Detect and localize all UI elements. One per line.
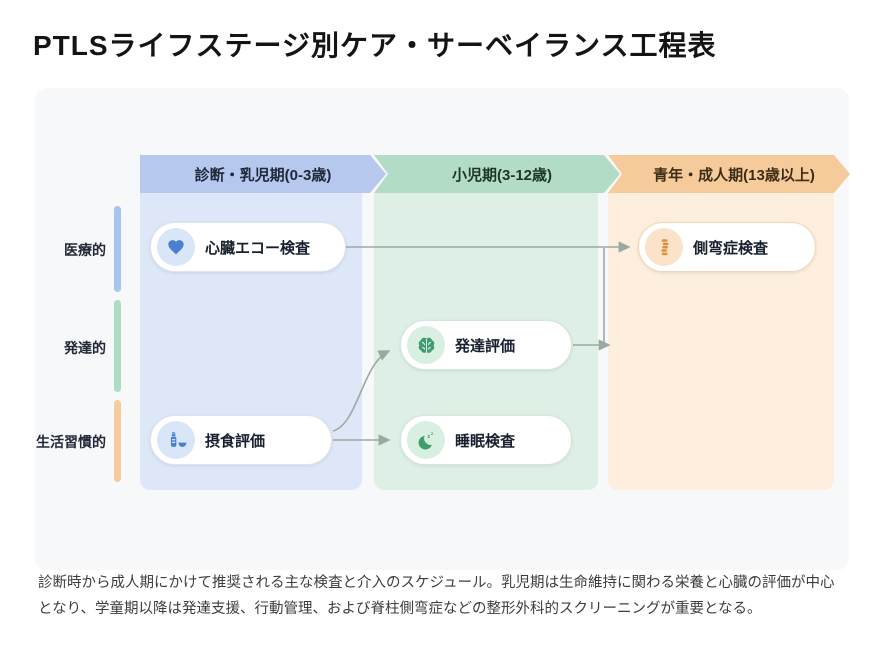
svg-text:z: z (431, 430, 434, 435)
column-header-child: 小児期(3-12歳) (374, 155, 620, 193)
svg-text:z: z (427, 433, 430, 439)
row-label-developmental: 発達的 (64, 340, 106, 356)
row-bar-medical (114, 206, 121, 292)
caption-line-2: となり、学童期以降は発達支援、行動管理、および脊柱側弯症などの整形外科的スクリー… (38, 601, 762, 617)
row-bar-developmental (114, 300, 121, 392)
card-label: 摂食評価 (205, 432, 266, 450)
column-header-child-label: 小児期(3-12歳) (451, 166, 552, 184)
card-label: 睡眠検査 (455, 432, 516, 450)
card-cardiac-echo: 心臓エコー検査 (150, 222, 346, 272)
caption: 診断時から成人期にかけて推奨される主な検査と介入のスケジュール。乳児期は生命維持… (38, 570, 850, 622)
row-label-lifestyle: 生活習慣的 (36, 434, 106, 450)
spine-icon (645, 228, 683, 266)
column-header-infant-label: 診断・乳児期(0-3歳) (194, 166, 332, 184)
column-header-adult: 青年・成人期(13歳以上) (608, 155, 850, 193)
page-title: PTLSライフステージ別ケア・サーベイランス工程表 (33, 30, 717, 61)
column-header-adult-label: 青年・成人期(13歳以上) (653, 166, 815, 184)
card-label: 発達評価 (455, 337, 516, 355)
moon-zzz-icon: z z (407, 421, 445, 459)
row-bar-lifestyle (114, 400, 121, 482)
card-scoliosis: 側弯症検査 (638, 222, 816, 272)
card-label: 側弯症検査 (693, 239, 769, 257)
baby-bottle-icon (157, 421, 195, 459)
card-development: 発達評価 (400, 320, 572, 370)
column-header-infant: 診断・乳児期(0-3歳) (140, 155, 386, 193)
heart-icon (157, 228, 195, 266)
card-label: 心臓エコー検査 (205, 239, 311, 257)
brain-icon (407, 326, 445, 364)
caption-line-1: 診断時から成人期にかけて推奨される主な検査と介入のスケジュール。乳児期は生命維持… (38, 575, 835, 591)
row-label-medical: 医療的 (64, 242, 106, 258)
card-sleep: z z 睡眠検査 (400, 415, 572, 465)
card-feeding: 摂食評価 (150, 415, 332, 465)
